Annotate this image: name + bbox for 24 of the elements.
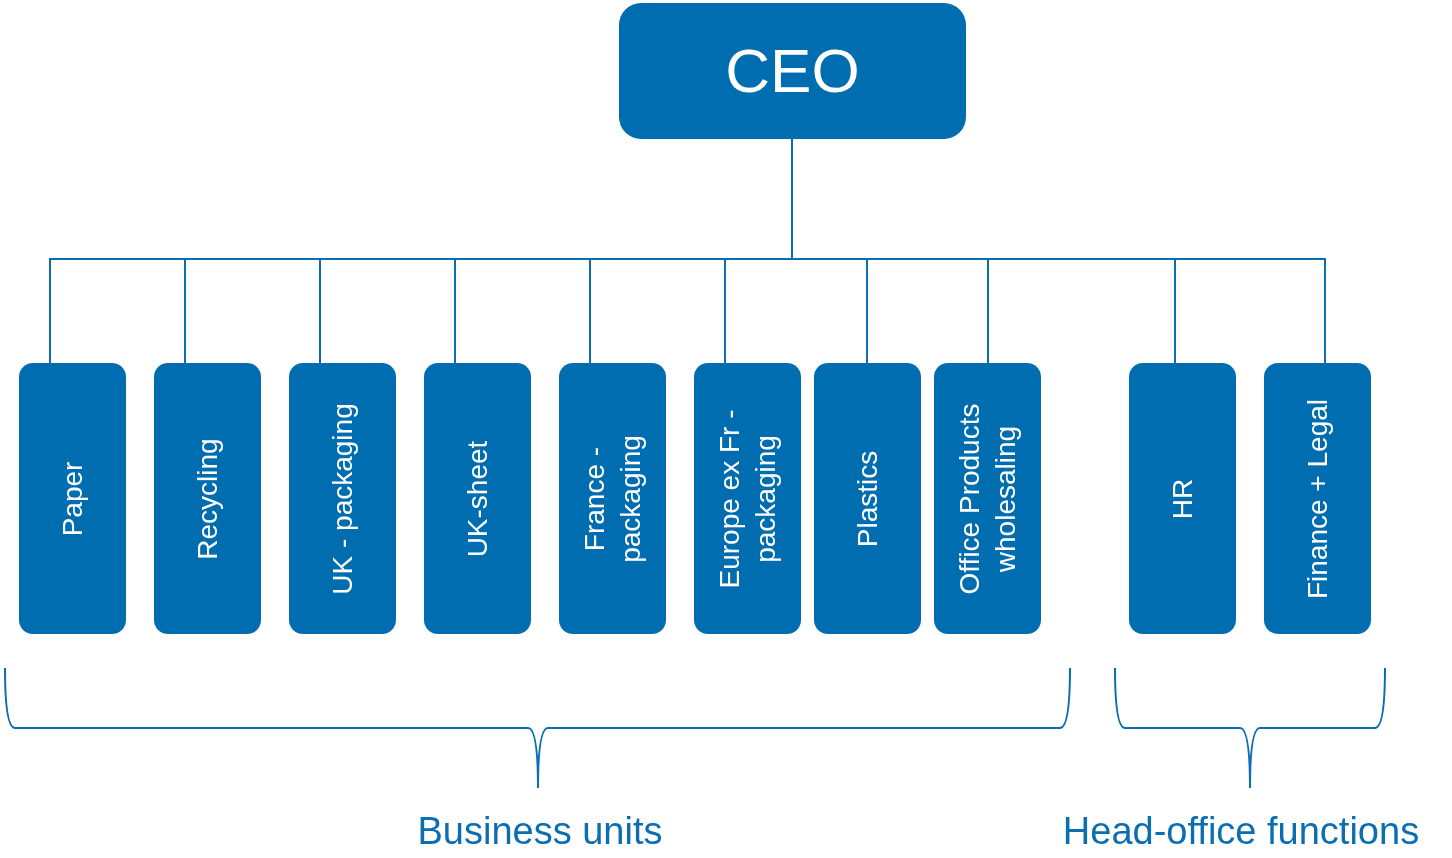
node-label: HR — [1165, 478, 1199, 519]
node-label: Recycling — [190, 437, 224, 560]
node-label: Plastics — [850, 450, 884, 547]
unit-box — [934, 363, 1041, 634]
unit-box — [19, 363, 126, 634]
node-label: Office Products wholesaling — [952, 402, 1022, 596]
unit-box — [559, 363, 666, 634]
unit-box — [154, 363, 261, 634]
ceo-box — [619, 3, 966, 139]
unit-box — [289, 363, 396, 634]
node-label: UK-sheet — [460, 440, 494, 557]
unit-box — [814, 363, 921, 634]
node-label: Finance + Legal — [1300, 398, 1334, 599]
node-label: France - packaging — [577, 433, 647, 565]
group-label: Business units — [417, 812, 663, 850]
unit-box — [1129, 363, 1236, 634]
node-label: CEO — [725, 40, 860, 102]
node-label: UK - packaging — [325, 402, 359, 595]
unit-box — [424, 363, 531, 634]
unit-box — [1264, 363, 1371, 634]
node-label: Europe ex Fr - packaging — [712, 408, 782, 590]
node-label: Paper — [55, 461, 89, 536]
unit-box — [694, 363, 801, 634]
group-label: Head-office functions — [1062, 812, 1420, 850]
